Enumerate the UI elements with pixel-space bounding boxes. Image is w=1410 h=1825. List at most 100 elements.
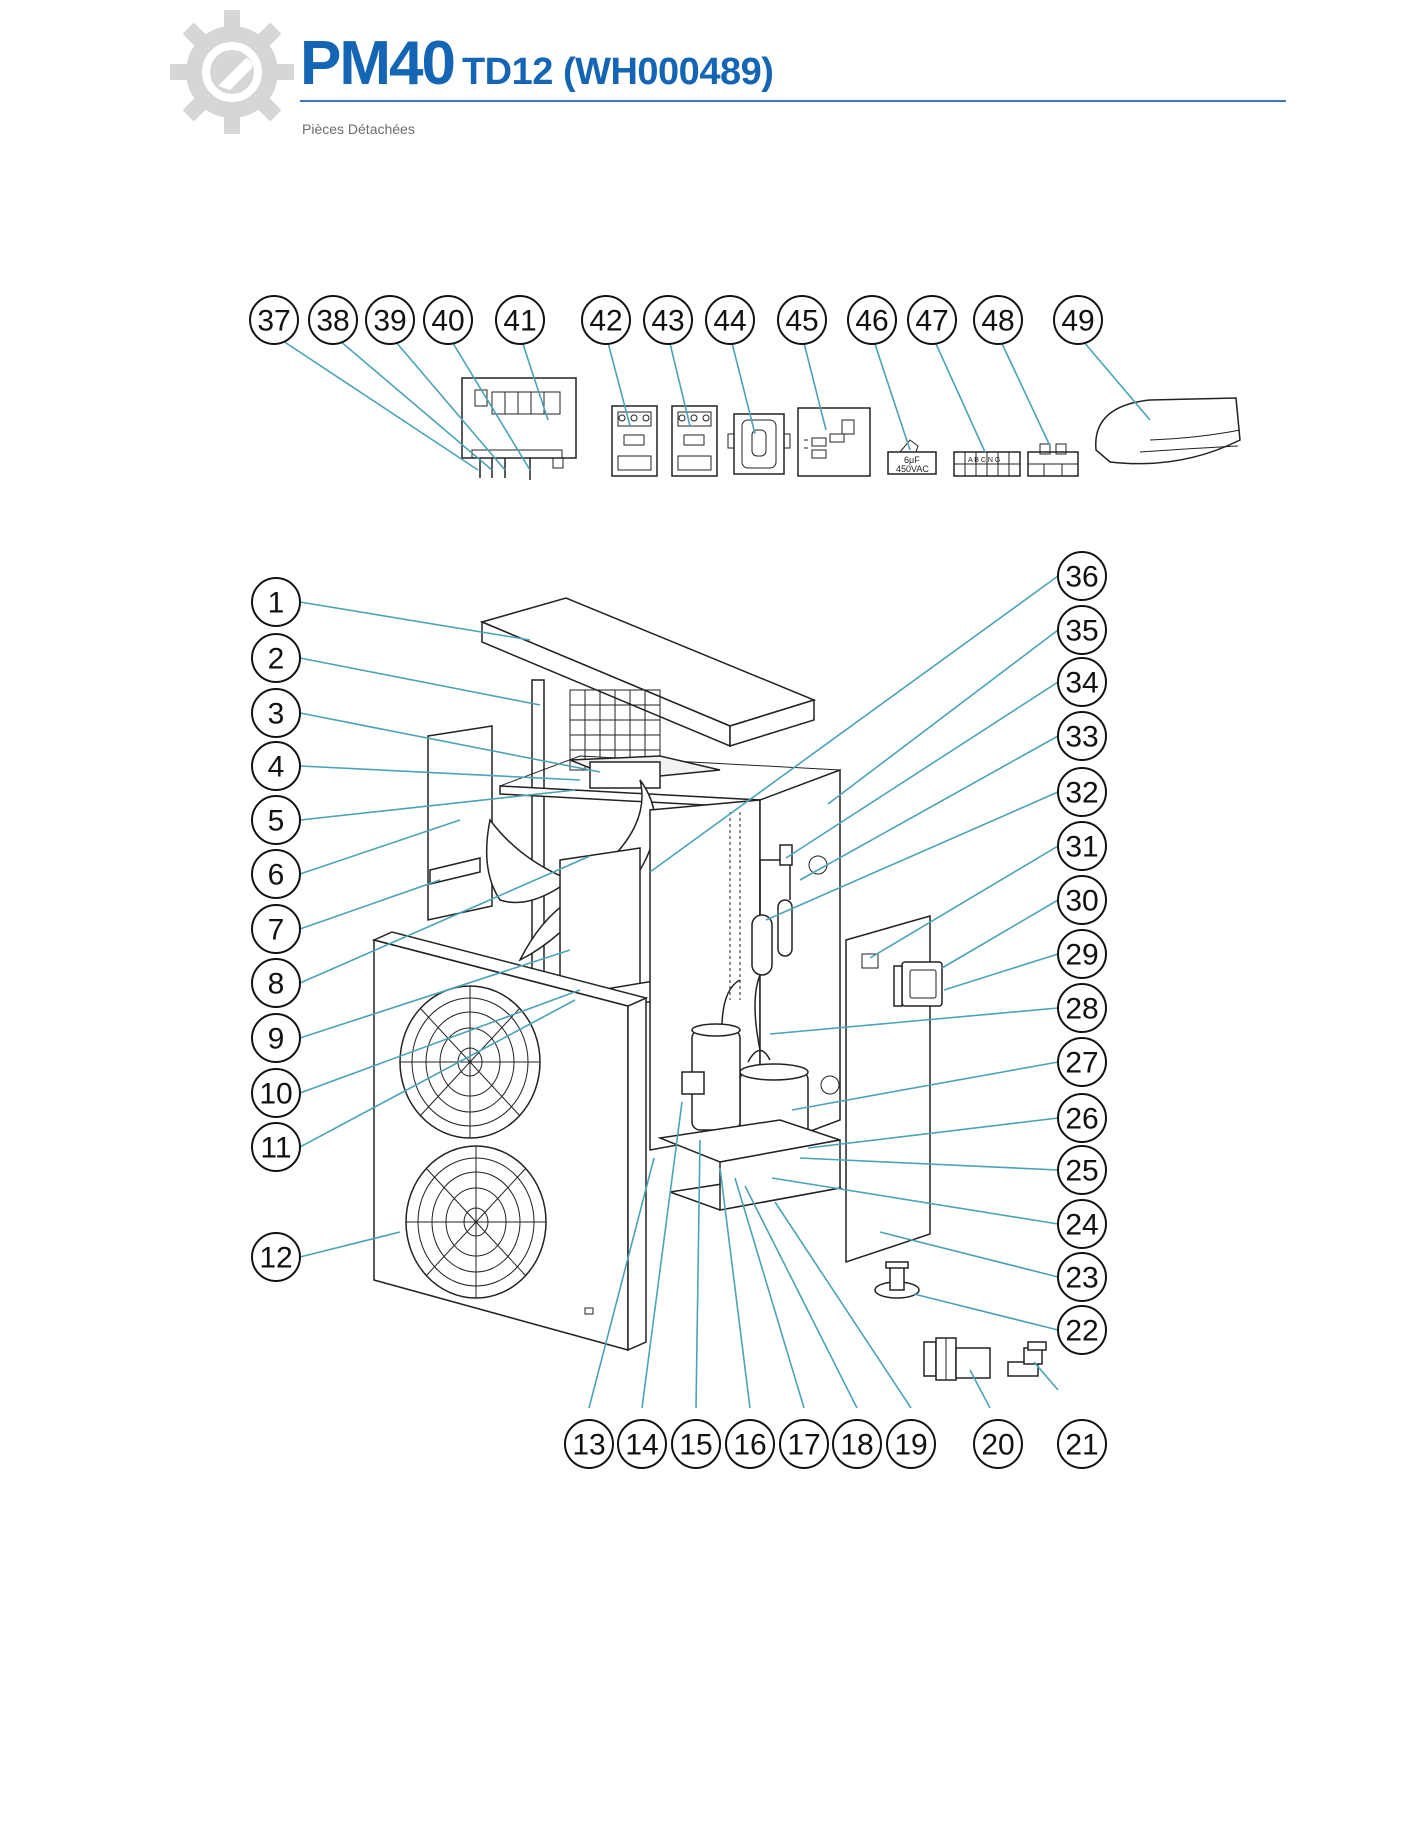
callout-circle: [847, 295, 897, 345]
callout-2: 2: [251, 633, 301, 683]
leader-lines: [273, 334, 1151, 1409]
callout-number: 22: [1065, 1315, 1098, 1348]
callout-35: 35: [1057, 605, 1107, 655]
callout-24: 24: [1057, 1199, 1107, 1249]
callout-circle: [251, 1232, 301, 1282]
callout-circle: [725, 1419, 775, 1469]
part-valve-assembly: [721, 844, 793, 1051]
part-controller-board: [461, 377, 577, 480]
callout-number: 11: [260, 1132, 291, 1165]
callout-43: 43: [643, 295, 693, 345]
page-subtitle: Pièces Détachées: [302, 121, 415, 137]
callout-number: 47: [915, 305, 948, 338]
callout-circle: [1053, 295, 1103, 345]
part-cover: [1095, 397, 1241, 465]
callout-4: 4: [251, 741, 301, 791]
callout-circle: [1057, 551, 1107, 601]
callout-circle: [671, 1419, 721, 1469]
part-fan-guard-upper: [399, 985, 541, 1139]
callout-number: 12: [259, 1242, 292, 1275]
callout-13: 13: [564, 1419, 614, 1469]
callout-25: 25: [1057, 1145, 1107, 1195]
callout-number: 46: [855, 305, 888, 338]
callout-28: 28: [1057, 983, 1107, 1033]
callout-circle: [973, 295, 1023, 345]
callout-33: 33: [1057, 711, 1107, 761]
callout-32: 32: [1057, 767, 1107, 817]
callout-19: 19: [886, 1419, 936, 1469]
callout-31: 31: [1057, 821, 1107, 871]
callout-number: 38: [316, 305, 349, 338]
callout-37: 37: [249, 295, 299, 345]
callout-21: 21: [1057, 1419, 1107, 1469]
callout-47: 47: [907, 295, 957, 345]
callout-circle: [1057, 657, 1107, 707]
callout-7: 7: [251, 904, 301, 954]
callout-41: 41: [495, 295, 545, 345]
title-reference: TD12 (WH000489): [461, 51, 774, 93]
callout-number: 6: [268, 859, 285, 892]
callout-circle: [617, 1419, 667, 1469]
callout-number: 24: [1065, 1209, 1098, 1242]
callout-number: 9: [268, 1023, 285, 1056]
callout-circle: [1057, 1419, 1107, 1469]
part-relay-44: [727, 413, 791, 475]
callout-number: 18: [840, 1429, 873, 1462]
callout-number: 36: [1065, 561, 1098, 594]
callout-circle: [1057, 711, 1107, 761]
callout-circle: [251, 1013, 301, 1063]
callout-circle: [643, 295, 693, 345]
part-foot: [874, 1261, 920, 1299]
callout-38: 38: [308, 295, 358, 345]
part-display-controller: [893, 961, 943, 1007]
main-unit-group: [371, 597, 1047, 1381]
callout-42: 42: [581, 295, 631, 345]
callout-44: 44: [705, 295, 755, 345]
callout-number: 31: [1065, 831, 1098, 864]
callout-circle: [423, 295, 473, 345]
part-heat-exchanger: [681, 1023, 741, 1131]
callout-circle: [777, 295, 827, 345]
part-capacitor: 6μF 450VAC: [887, 439, 937, 475]
callout-48: 48: [973, 295, 1023, 345]
part-left-side-panel: [427, 725, 493, 921]
capacitor-voltage-label: 450VAC: [896, 464, 929, 474]
callout-15: 15: [671, 1419, 721, 1469]
callout-circle: [251, 688, 301, 738]
callout-number: 5: [268, 805, 285, 838]
callout-number: 39: [373, 305, 406, 338]
callout-circle: [1057, 821, 1107, 871]
callout-number: 17: [787, 1429, 820, 1462]
callout-circle: [1057, 875, 1107, 925]
callout-number: 21: [1065, 1429, 1098, 1462]
callout-18: 18: [832, 1419, 882, 1469]
callout-circle: [495, 295, 545, 345]
callout-number: 1: [268, 587, 285, 620]
callout-circle: [308, 295, 358, 345]
part-elbow-fitting: [1007, 1341, 1047, 1377]
callout-circle: [1057, 605, 1107, 655]
callout-17: 17: [779, 1419, 829, 1469]
callout-29: 29: [1057, 929, 1107, 979]
gear-wrench-icon: [170, 10, 294, 134]
callout-number: 40: [431, 305, 464, 338]
callout-number: 25: [1065, 1155, 1098, 1188]
callout-number: 35: [1065, 615, 1098, 648]
callout-circle: [1057, 1037, 1107, 1087]
callout-6: 6: [251, 849, 301, 899]
callout-23: 23: [1057, 1252, 1107, 1302]
callout-number: 26: [1065, 1103, 1098, 1136]
callout-circle: [705, 295, 755, 345]
title-model: PM40: [300, 29, 456, 98]
callout-circle: [251, 577, 301, 627]
part-front-panel: [371, 931, 649, 1352]
callout-number: 43: [651, 305, 684, 338]
callout-9: 9: [251, 1013, 301, 1063]
part-contactor-43: [671, 405, 718, 477]
callout-circle: [1057, 1145, 1107, 1195]
callout-14: 14: [617, 1419, 667, 1469]
part-module-board: [797, 407, 871, 477]
